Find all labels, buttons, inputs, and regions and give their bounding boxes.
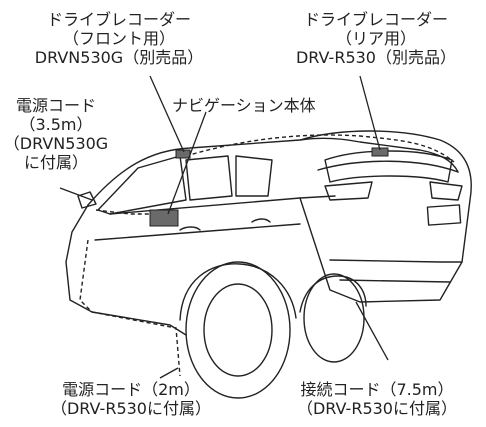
tail-light-right [429, 181, 463, 201]
side-window-rear [235, 155, 273, 197]
label-rear-recorder-line3: DRV-R530（別売品） [295, 48, 456, 67]
label-power-cord-rear: 電源コード（2m） （DRV-R530に付属） [26, 380, 236, 418]
label-power-cord-rear-line1: 電源コード（2m） [62, 380, 200, 399]
rear-window [324, 150, 453, 183]
label-front-recorder-line2: （フロント用） [62, 29, 175, 48]
power-cord-rear-route [79, 239, 181, 377]
side-window-front [185, 155, 233, 201]
label-rear-recorder-line1: ドライブレコーダー [303, 10, 448, 29]
front-wheel-arch [179, 263, 297, 321]
license-plate [426, 204, 462, 226]
label-connection-cord: 接続コード（7.5m） （DRV-R530に付属） [272, 380, 482, 418]
tailgate-outline [299, 130, 472, 303]
label-power-cord-front-line2: （3.5m） [19, 115, 93, 134]
label-front-recorder-line1: ドライブレコーダー [46, 10, 191, 29]
label-navigation-unit: ナビゲーション本体 [172, 96, 316, 115]
label-front-recorder: ドライブレコーダー （フロント用） DRVN530G（別売品） [24, 10, 214, 67]
label-connection-cord-line1: 接続コード（7.5m） [300, 380, 454, 399]
label-connection-cord-line2: （DRV-R530に付属） [296, 399, 457, 418]
label-power-cord-front-line4: に付属） [23, 153, 88, 172]
label-rear-recorder-line2: （リア用） [335, 29, 416, 48]
label-navigation-unit-text: ナビゲーション本体 [172, 96, 316, 115]
label-front-recorder-line3: DRVN530G（別売品） [34, 48, 204, 67]
windshield [97, 155, 187, 215]
rear-wheel-arch [299, 275, 367, 313]
car-roof-outline [87, 137, 459, 206]
navigation-unit-icon [149, 209, 179, 227]
side-mirror [77, 191, 97, 209]
label-power-cord-front-line3: （DRVN530G [3, 134, 109, 153]
label-power-cord-front-line1: 電源コード [15, 96, 96, 115]
front-wheel [185, 261, 291, 399]
tail-light-left [324, 181, 373, 201]
label-power-cord-front: 電源コード （3.5m） （DRVN530G に付属） [2, 96, 110, 172]
label-rear-recorder: ドライブレコーダー （リア用） DRV-R530（別売品） [276, 10, 476, 67]
label-power-cord-rear-line2: （DRV-R530に付属） [50, 399, 211, 418]
connection-cord-route [185, 134, 455, 163]
rear-wheel [303, 273, 365, 363]
